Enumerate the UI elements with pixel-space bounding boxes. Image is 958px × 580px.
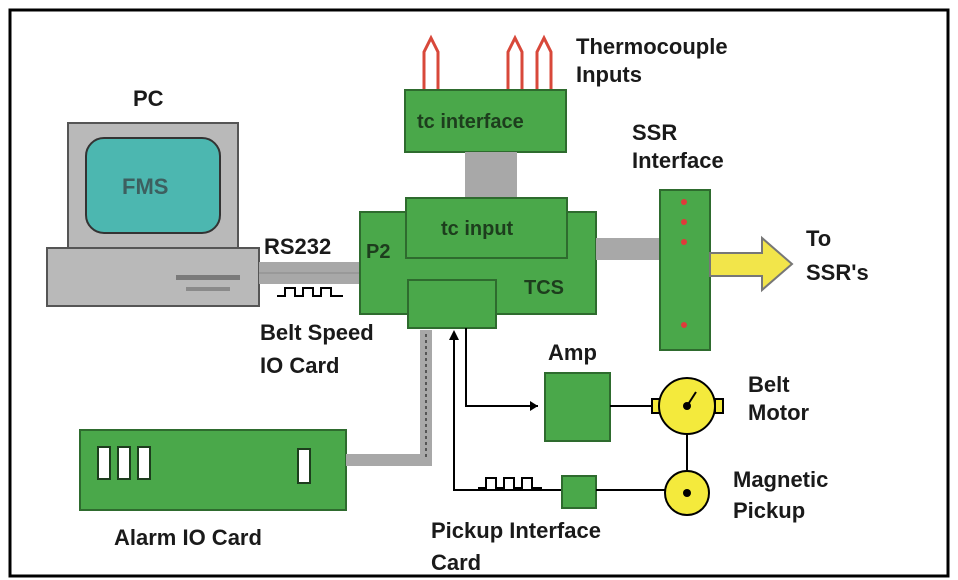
to-label-2: SSR's [806, 260, 869, 285]
belt-motor-label-1: Belt [748, 372, 790, 397]
thermocouple-label-1: Thermocouple [576, 34, 728, 59]
thermocouple-icon [422, 34, 553, 90]
pickup-label-2: Card [431, 550, 481, 575]
wire-from-pickup [453, 338, 562, 491]
to-ssr-arrow [709, 235, 794, 293]
alarm-slot [117, 446, 131, 480]
belt-speed-label-1: Belt Speed [260, 320, 374, 345]
tc-input-box [405, 197, 568, 259]
amp-box [544, 372, 611, 442]
tc-connector [465, 152, 517, 198]
p2-label: P2 [366, 241, 390, 263]
disk-slot-2 [186, 287, 230, 291]
ssr-cable [596, 238, 660, 260]
monitor-screen [85, 137, 221, 234]
alarm-slot [137, 446, 151, 480]
pickup-label-1: Pickup Interface [431, 518, 601, 543]
alarm-cable [346, 330, 432, 466]
motor-terminal [714, 398, 724, 414]
disk-slot [176, 275, 240, 280]
to-label-1: To [806, 226, 831, 251]
tcs-label: TCS [524, 277, 564, 299]
amp-label: Amp [548, 340, 597, 365]
wire-to-amp [465, 328, 538, 407]
thermocouple-label-2: Inputs [576, 62, 642, 87]
ssr-label-2: Interface [632, 148, 724, 173]
ssr-label-1: SSR [632, 120, 677, 145]
pickup-interface-card [561, 475, 597, 509]
magnetic-label-2: Pickup [733, 498, 805, 523]
pc-label: PC [133, 86, 164, 111]
tc-interface-label: tc interface [417, 111, 524, 133]
magnetic-label-1: Magnetic [733, 467, 828, 492]
screen-label: FMS [122, 174, 168, 199]
led [681, 219, 687, 225]
alarm-slot [297, 448, 311, 484]
led [681, 322, 687, 328]
led [681, 239, 687, 245]
tc-input-label: tc input [441, 218, 514, 240]
led [681, 199, 687, 205]
pulse-train-icon [277, 287, 343, 297]
pc-computer [46, 122, 260, 307]
alarm-label: Alarm IO Card [114, 525, 262, 550]
pulse-train-icon [478, 477, 542, 489]
belt-motor-label-2: Motor [748, 400, 810, 425]
belt-speed-io-card [407, 279, 497, 329]
rs232-label: RS232 [264, 234, 331, 259]
tc-interface-box [404, 89, 567, 153]
belt-speed-label-2: IO Card [260, 353, 339, 378]
alarm-slot [97, 446, 111, 480]
